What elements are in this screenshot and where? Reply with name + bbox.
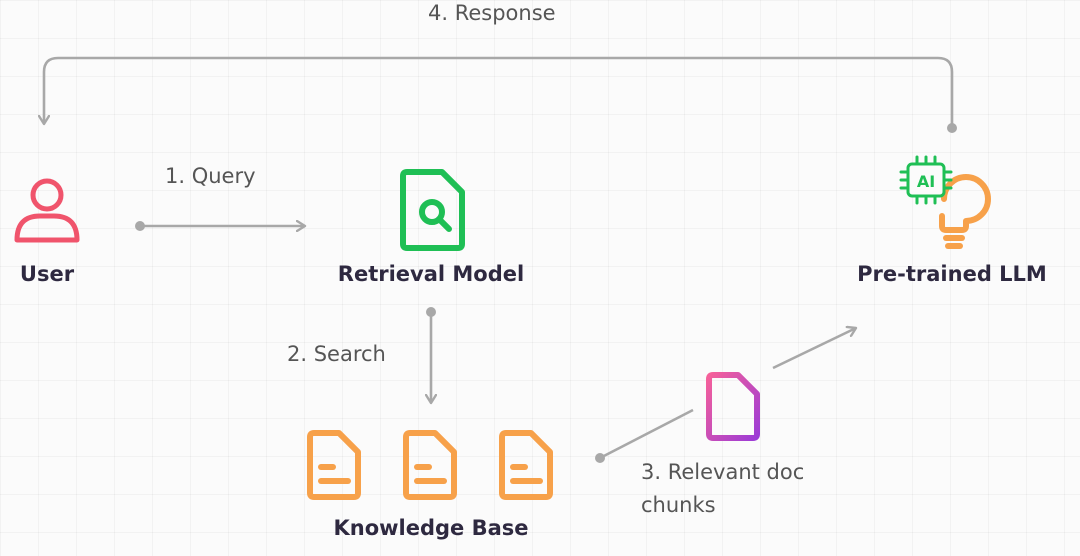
response-arrow (44, 56, 954, 128)
doc-chunk-document-icon (706, 372, 760, 441)
document-search-icon (400, 169, 465, 251)
chunks-arrow-start-dot (595, 453, 605, 463)
response-label: 4. Response (428, 1, 556, 25)
knowledge-base-label: Knowledge Base (333, 516, 529, 540)
chunks-arrow (772, 328, 856, 370)
retrieval-model-label: Retrieval Model (337, 262, 525, 286)
user-label: User (19, 262, 75, 286)
query-arrow-start-dot (135, 221, 145, 231)
llm-label: Pre-trained LLM (857, 262, 1047, 286)
ai-lightbulb-icon: AI (899, 155, 991, 249)
chunks-arrow-segment (599, 408, 694, 460)
user-icon (14, 178, 80, 243)
chunks-label: 3. Relevant doc chunks (641, 460, 805, 517)
search-label: 2. Search (287, 342, 386, 366)
knowledge-base-document-icon (403, 430, 457, 500)
knowledge-base-document-icon (307, 430, 361, 500)
query-label: 1. Query (165, 164, 256, 188)
ai-chip-text: AI (917, 172, 935, 191)
search-arrow-start-dot (426, 307, 436, 317)
response-arrow-start-dot (947, 123, 957, 133)
knowledge-base-document-icon (499, 430, 553, 500)
